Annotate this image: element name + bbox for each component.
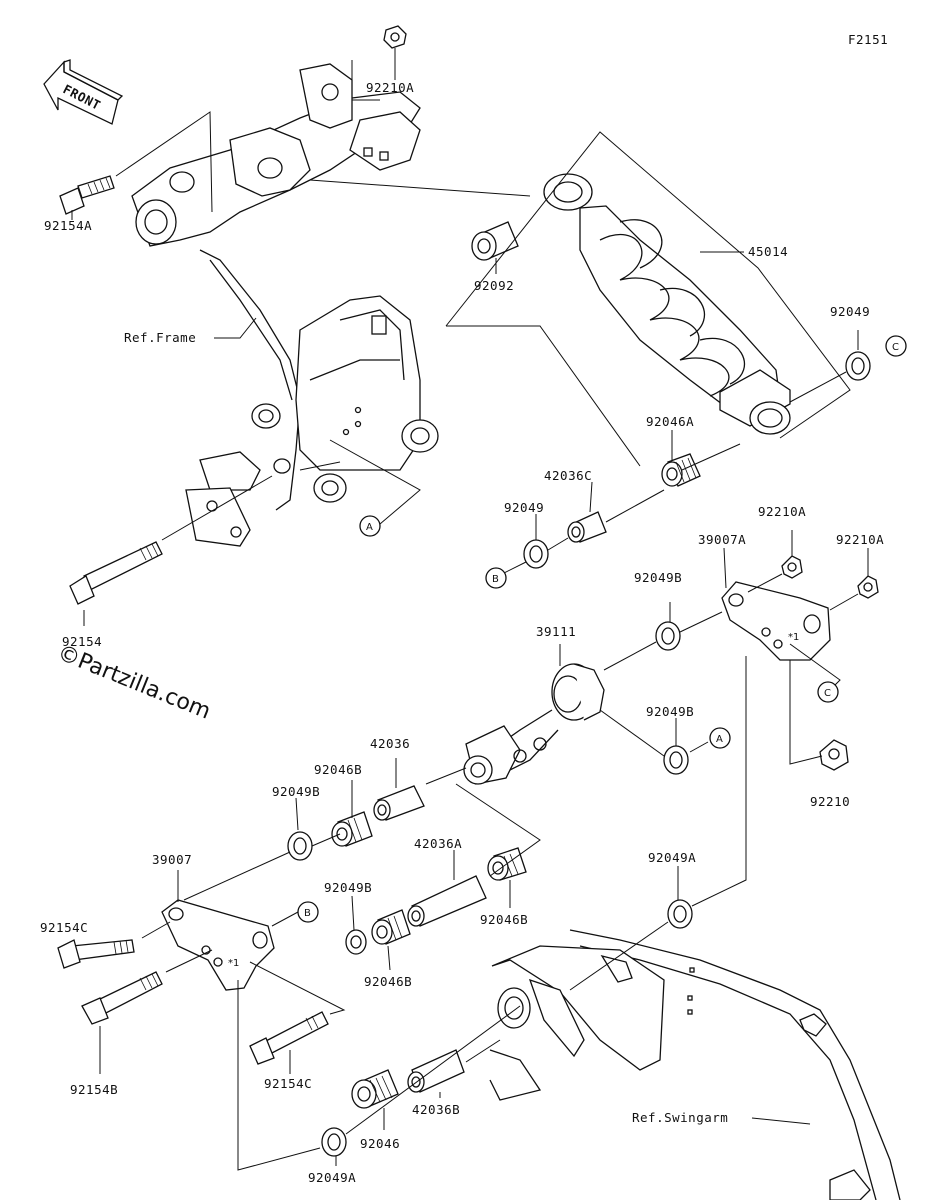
seal-92049b-left [287,831,313,861]
seal-92049a-right [667,899,693,929]
part-label: 92049 [830,304,870,319]
seal-92049-right [845,351,871,381]
svg-text:B: B [492,574,499,585]
callout-c-upper: C [885,335,907,357]
part-label: 92046 [360,1136,400,1151]
part-label: 92049B [272,784,320,799]
part-label: 92210A [366,80,414,95]
bearing-92046b-upper [331,811,373,847]
collar-92092 [471,221,519,261]
callout-a-lower: A [709,727,731,749]
ref-frame-label: Ref.Frame [124,330,196,345]
svg-text:C: C [892,342,899,353]
part-label: 92154C [40,920,88,935]
part-label: 92046B [364,974,412,989]
callout-b-lower: B [297,901,319,923]
part-label: 92049 [504,500,544,515]
rocker-arm-39111 [463,663,605,785]
seal-92049b-lower [345,929,367,955]
bearing-92046 [351,1069,399,1109]
part-label: 92049A [308,1170,356,1185]
sleeve-42036b [407,1049,465,1093]
part-label: 92154B [70,1082,118,1097]
part-label: 92049B [646,704,694,719]
bolt-92154b [81,971,163,1025]
frame-drawing [131,63,439,547]
callout-a-upper: A [359,515,381,537]
part-label: 92092 [474,278,514,293]
seal-92049b-upper [655,621,681,651]
part-label: 92154A [44,218,92,233]
bolt-92154a [59,175,115,215]
nut-92210a-right [857,575,879,599]
svg-text:*1: *1 [228,958,239,969]
bolt-92154c-left [57,939,135,969]
ref-swingarm-label: Ref.Swingarm [632,1110,728,1125]
part-label: 92210A [758,504,806,519]
part-label: 92210 [810,794,850,809]
part-label: 45014 [748,244,788,259]
bolt-92154c-center [249,1011,329,1065]
figure-code: F2151 [848,32,888,47]
part-label: 39007 [152,852,192,867]
nut-92210a-mid [781,555,803,579]
sleeve-42036c [567,511,607,543]
part-label: 92046B [480,912,528,927]
tie-rod-39007a: *1 [721,581,831,661]
leader-lines [71,48,869,1171]
swingarm-drawing [489,929,901,1200]
svg-text:C: C [824,688,831,699]
nut-92210 [819,739,849,771]
part-label: 42036B [412,1102,460,1117]
svg-text:A: A [716,734,723,745]
sleeve-42036a [407,875,487,927]
part-label: 39111 [536,624,576,639]
svg-text:*1: *1 [788,632,799,643]
shock-absorber-45014 [543,173,791,435]
seal-92049-left [523,539,549,569]
tie-rod-39007: *1 [161,899,275,991]
svg-text:A: A [366,522,373,533]
part-label: 42036C [544,468,592,483]
part-label: 39007A [698,532,746,547]
part-label: 92154 [62,634,102,649]
part-label: 92210A [836,532,884,547]
seal-92049a-bottom [321,1127,347,1157]
callout-b-upper: B [485,567,507,589]
part-label: 92046B [314,762,362,777]
part-label: 92046A [646,414,694,429]
bolt-92154 [69,541,163,605]
seal-92049b-mid [663,745,689,775]
front-arrow-icon: FRONT [43,59,124,125]
sleeve-42036 [373,785,425,821]
part-label: 92049A [648,850,696,865]
bearing-92046b-lower [371,909,411,945]
callout-c-lower: C [817,681,839,703]
bearing-92046a [661,453,701,487]
part-label: 92049B [324,880,372,895]
part-label: 92154C [264,1076,312,1091]
watermark-text: ©Partzilla.com [54,640,214,724]
part-label: 92049B [634,570,682,585]
svg-text:B: B [304,908,311,919]
part-label: 42036A [414,836,462,851]
part-label: 42036 [370,736,410,751]
nut-92210a-top [383,25,407,49]
